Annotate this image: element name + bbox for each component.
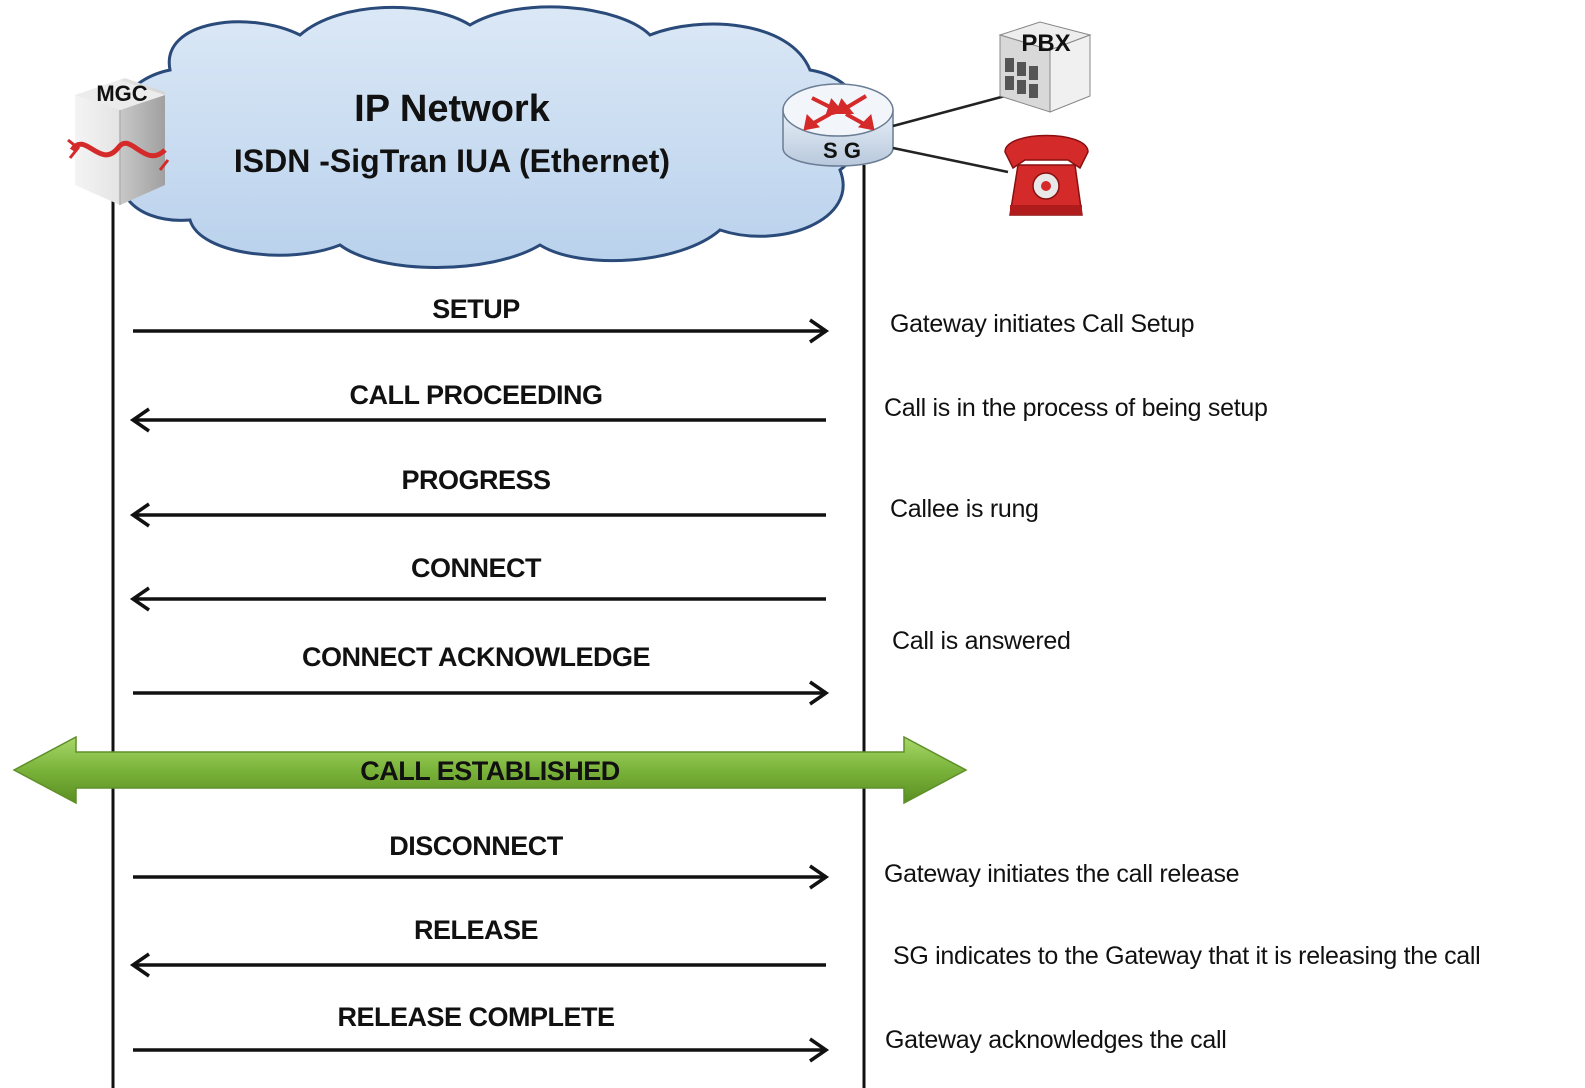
note-1: Gateway initiates Call Setup xyxy=(890,310,1194,338)
note-7: Gateway acknowledges the call xyxy=(885,1026,1227,1054)
arrow-head-icon xyxy=(809,318,830,344)
sg-label: S G xyxy=(823,138,861,163)
message-1: SETUP xyxy=(133,294,830,344)
arrow-head-icon xyxy=(129,952,150,978)
message-4: CONNECT xyxy=(129,553,826,612)
phone-icon xyxy=(1004,134,1089,216)
pbx-icon: PBX xyxy=(998,21,1092,113)
network-title: IP Network xyxy=(354,88,551,130)
arrow-head-icon xyxy=(129,586,150,612)
ip-network-cloud: IP Network ISDN -SigTran IUA (Ethernet) xyxy=(115,5,866,269)
arrow-head-icon xyxy=(809,1037,830,1063)
arrow-head-icon xyxy=(129,407,150,433)
message-3: PROGRESS xyxy=(129,465,826,528)
mgc-label: MGC xyxy=(96,81,147,106)
message-label: PROGRESS xyxy=(401,465,550,495)
message-label: CALL PROCEEDING xyxy=(349,380,602,410)
call-established-banner: CALL ESTABLISHED xyxy=(12,735,968,805)
note-4: Call is answered xyxy=(892,627,1071,655)
mgc-server-icon: MGC xyxy=(67,78,170,205)
note-2: Call is in the process of being setup xyxy=(884,394,1268,422)
note-3: Callee is rung xyxy=(890,495,1039,523)
message-5: CONNECT ACKNOWLEDGE xyxy=(133,642,830,706)
message-label: RELEASE COMPLETE xyxy=(337,1002,614,1032)
note-6: SG indicates to the Gateway that it is r… xyxy=(893,942,1480,970)
arrow-head-icon xyxy=(809,864,830,890)
message-2: CALL PROCEEDING xyxy=(129,380,826,433)
message-label: DISCONNECT xyxy=(389,831,564,861)
note-5: Gateway initiates the call release xyxy=(884,860,1239,888)
arrow-head-icon xyxy=(809,680,830,706)
pbx-label: PBX xyxy=(1021,30,1070,57)
message-6: DISCONNECT xyxy=(133,831,830,890)
sg-pbx-link xyxy=(892,94,1006,128)
message-list: SETUP CALL PROCEEDING PROGRESS CONNECT CONNE… xyxy=(129,294,830,1063)
message-7: RELEASE xyxy=(129,915,826,978)
message-label: CONNECT ACKNOWLEDGE xyxy=(302,642,650,672)
arrow-head-icon xyxy=(129,502,150,528)
sg-phone-link xyxy=(892,146,1009,174)
sg-router-icon: S G xyxy=(782,83,894,167)
network-subtitle: ISDN -SigTran IUA (Ethernet) xyxy=(234,143,670,179)
message-8: RELEASE COMPLETE xyxy=(133,1002,830,1063)
message-label: CONNECT xyxy=(411,553,542,583)
call-established-label: CALL ESTABLISHED xyxy=(360,756,620,786)
message-label: RELEASE xyxy=(414,915,538,945)
message-label: SETUP xyxy=(432,294,520,324)
